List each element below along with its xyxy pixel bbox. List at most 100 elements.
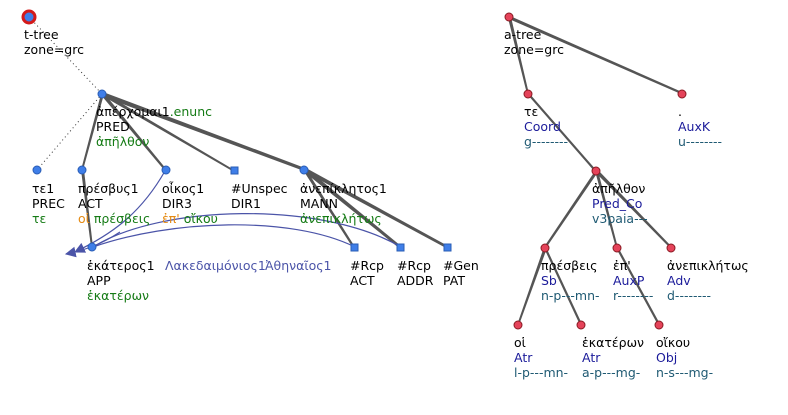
t-node-apercho-form: ἀπῆλθον	[96, 134, 150, 149]
a-node-period-tag: u--------	[678, 134, 723, 149]
t-node-rcp1-lemma: #Rcp	[350, 258, 384, 273]
t-edge-pred-unspec	[101, 93, 236, 172]
a-node-ep-tag: r--------	[613, 288, 654, 303]
t-node-oikos-lemma: οἶκος1	[162, 181, 205, 196]
t-node-apercho-lemma: ἀπέρχομαι1.enunc	[96, 104, 212, 119]
t-form-aux: οἱ	[78, 211, 90, 226]
a-edge-presbeis-hekateron	[544, 247, 582, 325]
coref-oikos-hekateros	[74, 170, 166, 253]
a-node-hekateron-afun: Atr	[582, 350, 601, 365]
a-node-hoi-form: οἱ	[514, 335, 526, 350]
t-form-aux: ἐπ'	[162, 211, 180, 226]
coref-rcp1-hekateros	[92, 224, 356, 248]
a-node-presbeis-form: πρέσβεις	[541, 258, 598, 273]
t-node-oikos[interactable]	[161, 165, 171, 175]
a-node-apelthon-afun: Pred_Co	[592, 196, 643, 211]
a-node-period-afun: AuxK	[678, 119, 711, 134]
t-node-apercho[interactable]	[97, 89, 107, 99]
a-node-ep-form: ἐπ'	[613, 258, 631, 273]
t-node-anepik-form: ἀνεπικλήτως	[300, 211, 382, 226]
a-node-oikou[interactable]	[654, 320, 664, 330]
t-root-label-1: t-tree	[24, 27, 59, 42]
t-lemma-text: ἀπέρχομαι1	[96, 104, 170, 119]
a-root-node[interactable]	[504, 12, 514, 22]
a-node-apelthon[interactable]	[591, 166, 601, 176]
a-edge-apelthon-anep	[595, 170, 672, 248]
a-root-label-1: a-tree	[504, 27, 542, 42]
a-node-period[interactable]	[677, 89, 687, 99]
t-node-gen-lemma: #Gen	[443, 258, 479, 273]
t-node-apercho-functor: PRED	[96, 119, 130, 134]
a-node-te[interactable]	[523, 89, 533, 99]
a-edge-root-period	[509, 16, 682, 94]
t-node-unspec[interactable]	[230, 166, 239, 175]
t-node-te1[interactable]	[32, 165, 42, 175]
a-node-hoi[interactable]	[513, 320, 523, 330]
a-node-anepiklitos-form: ἀνεπικλήτως	[667, 258, 749, 273]
t-node-hekateros[interactable]	[87, 242, 97, 252]
a-node-anepiklitos[interactable]	[666, 243, 676, 253]
t-node-hekateros-form: ἑκατέρων	[87, 288, 150, 303]
t-node-unspec-functor: DIR1	[231, 196, 261, 211]
a-node-ep-afun: AuxP	[613, 273, 645, 288]
a-node-presbeis-tag: n-p---mn-	[541, 288, 600, 303]
a-root-label-2: zone=grc	[504, 42, 564, 57]
a-edge-presbeis-hoi	[517, 247, 547, 325]
t-node-rcp2-functor: ADDR	[397, 273, 434, 288]
a-node-ep[interactable]	[612, 243, 622, 253]
t-edge-pred-te1	[36, 93, 103, 171]
a-node-hoi-tag: l-p---mn-	[514, 365, 569, 380]
t-edge-anepik-rcp2	[303, 168, 401, 248]
a-edge-apelthon-ep	[595, 171, 618, 248]
t-node-te1-lemma: τε1	[32, 181, 55, 196]
coref-rcp2-hekateros	[92, 213, 402, 248]
t-node-gen-functor: PAT	[443, 273, 465, 288]
a-node-anepiklitos-tag: d--------	[667, 288, 712, 303]
t-edge-anepik-rcp1	[303, 169, 355, 248]
t-node-rcp2[interactable]	[396, 243, 405, 252]
a-edge-apelthon-presbeis	[544, 171, 598, 248]
t-node-presbys-form: οἱ πρέσβεις	[78, 211, 150, 226]
a-node-hekateron-tag: a-p---mg-	[582, 365, 641, 380]
t-form-lex: πρέσβεις	[93, 211, 151, 226]
a-node-apelthon-tag: v3paia---	[592, 211, 648, 226]
t-node-presbys-functor: ACT	[78, 196, 103, 211]
a-node-oikou-afun: Obj	[656, 350, 678, 365]
a-edge-ep-oikou	[616, 247, 660, 325]
a-node-anepiklitos-afun: Adv	[667, 273, 691, 288]
a-node-presbeis-afun: Sb	[541, 273, 557, 288]
a-edge-te-apelthon	[527, 93, 597, 172]
t-node-presbys[interactable]	[77, 165, 87, 175]
t-node-unspec-lemma: #Unspec	[231, 181, 288, 196]
t-root-label-2: zone=grc	[24, 42, 84, 57]
t-node-presbys-lemma: πρέσβυς1	[78, 181, 139, 196]
a-node-apelthon-form: ἀπῆλθον	[592, 181, 646, 196]
t-node-anepik[interactable]	[299, 165, 309, 175]
t-node-hekateros-functor: APP	[87, 273, 111, 288]
t-node-hekateros-lemma: ἑκάτερος1	[87, 258, 155, 273]
t-node-anepik-functor: MANN	[300, 196, 339, 211]
t-root-node[interactable]	[21, 9, 37, 25]
a-node-hekateron-form: ἑκατέρων	[582, 335, 645, 350]
a-node-hekateron[interactable]	[576, 320, 586, 330]
a-node-period-form: .	[678, 104, 682, 119]
t-node-te1-functor: PREC	[32, 196, 65, 211]
t-edge-anepik-gen	[303, 168, 448, 248]
t-node-oikos-functor: DIR3	[162, 196, 192, 211]
a-node-presbeis[interactable]	[540, 243, 550, 253]
t-edge-presbys-hekateros	[81, 170, 93, 247]
t-coref-athenaios: Ἀθηναῖος1	[265, 258, 332, 273]
t-node-rcp1[interactable]	[350, 243, 359, 252]
t-edge-pred-anepik	[101, 92, 305, 171]
a-node-te-afun: Coord	[524, 119, 561, 134]
t-edge-pred-oikos	[101, 93, 167, 171]
a-node-oikou-tag: n-s---mg-	[656, 365, 714, 380]
a-node-oikou-form: οἴκου	[656, 335, 691, 350]
t-edge-root-pred	[28, 16, 103, 95]
t-node-rcp2-lemma: #Rcp	[397, 258, 431, 273]
t-node-gen[interactable]	[443, 243, 452, 252]
a-node-hoi-afun: Atr	[514, 350, 533, 365]
a-node-te-tag: g--------	[524, 134, 569, 149]
